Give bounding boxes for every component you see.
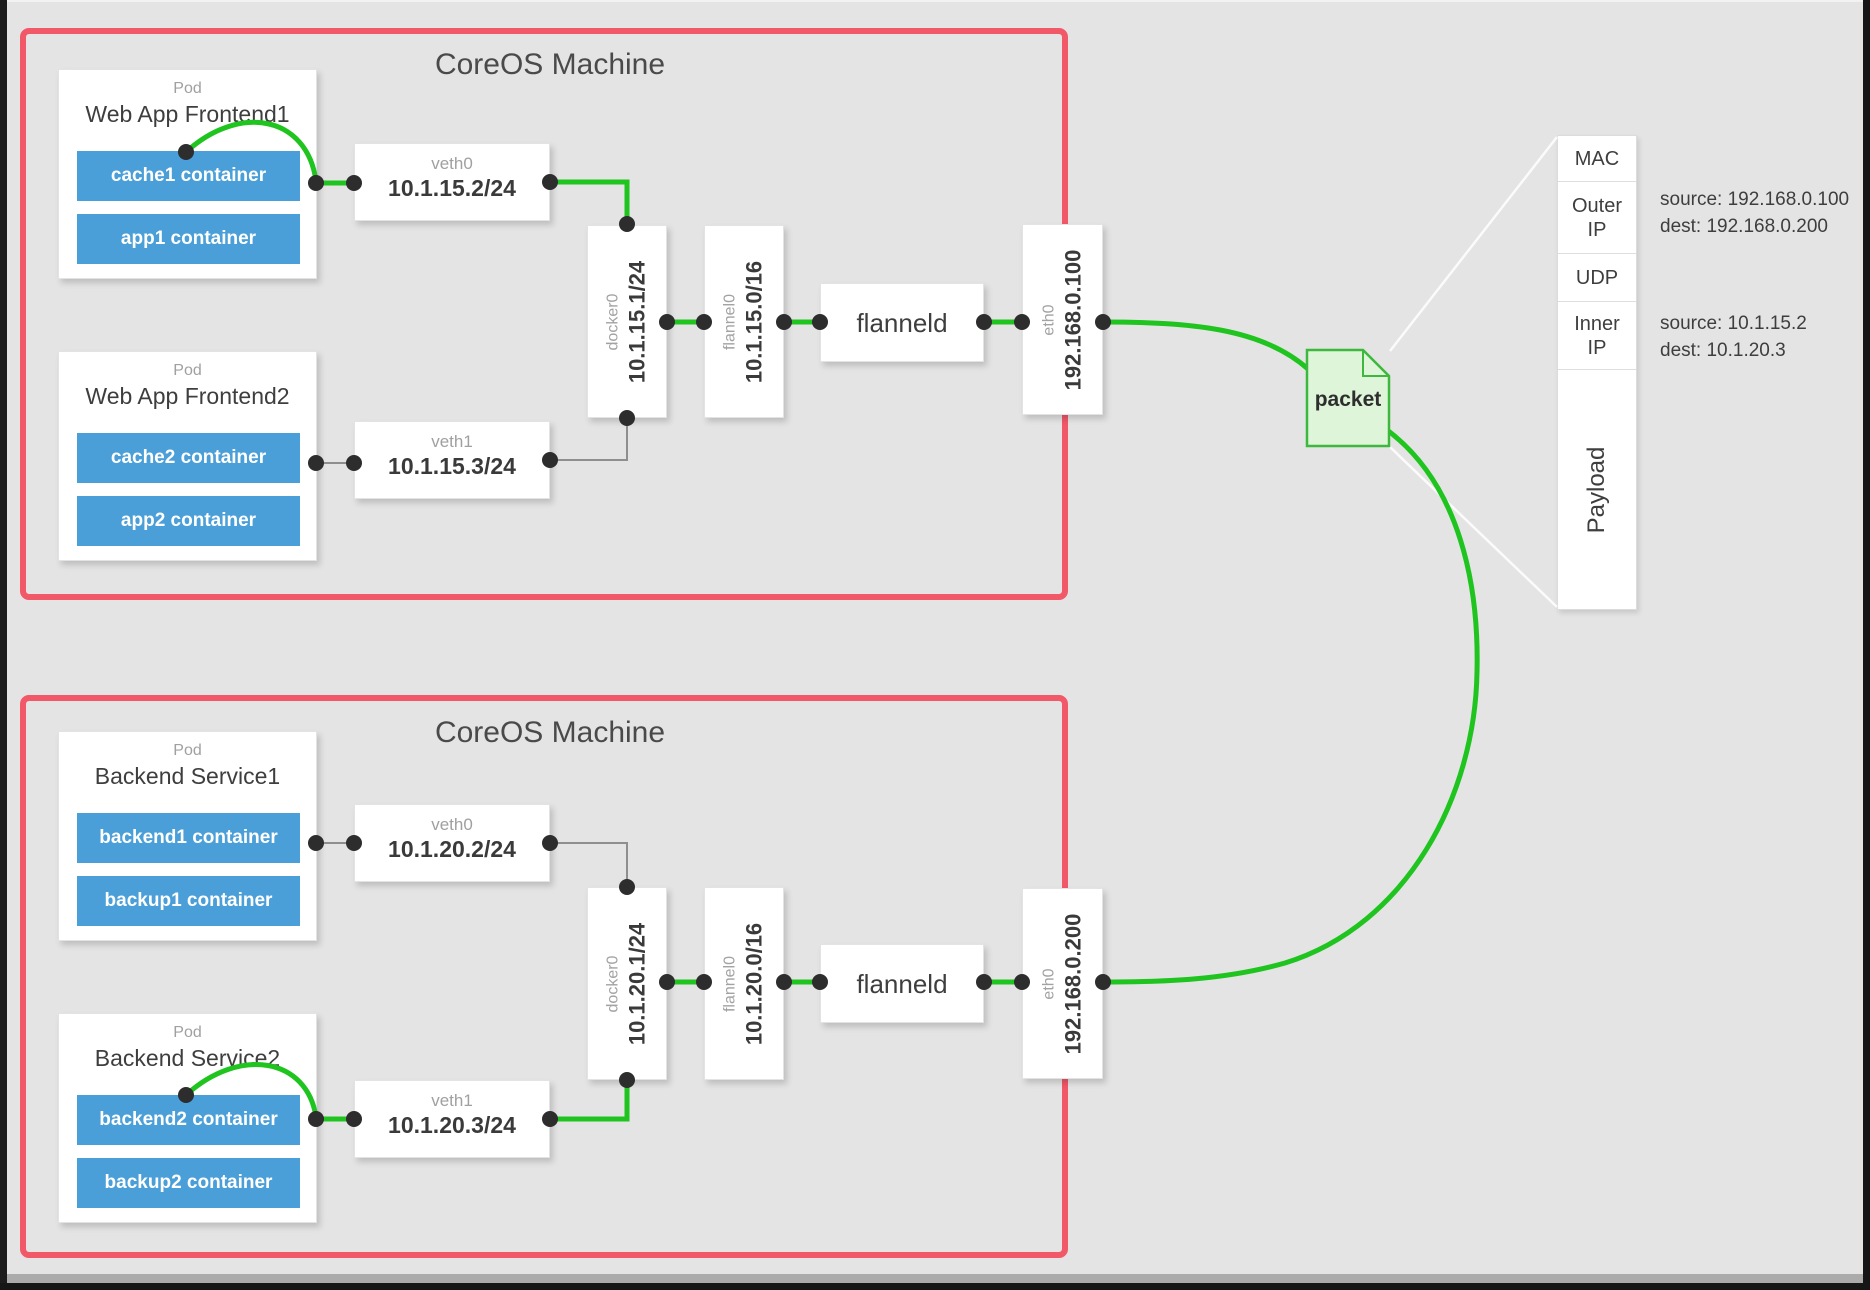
stack-section-udp: UDP [1558, 254, 1636, 302]
wire-eth0-packet [1102, 319, 1310, 371]
veth-name: veth1 [431, 1091, 473, 1110]
flanneld-label: flanneld [856, 969, 948, 999]
docker0-machine1: docker0 10.1.15.1/24 [587, 225, 667, 418]
bridge-ip: 10.1.15.1/24 [624, 260, 650, 383]
pod-tag: Pod [173, 80, 202, 97]
pod-title: Backend Service1 [94, 763, 281, 789]
packet-callout-line-bottom [1389, 446, 1558, 608]
pod-backend-service1: Pod Backend Service1 backend1 container … [58, 731, 317, 941]
veth0-machine2: veth0 10.1.20.2/24 [354, 804, 550, 882]
pod-web-app-frontend1: Pod Web App Frontend1 cache1 container a… [58, 69, 317, 279]
flanneld-machine2: flanneld [820, 944, 984, 1023]
veth-ip: 10.1.15.2/24 [388, 175, 516, 201]
outer-ip-source: source: 192.168.0.100 [1660, 189, 1850, 210]
bridge-name: docker0 [604, 293, 622, 350]
container-app2: app2 container [77, 496, 300, 546]
pod-title: Web App Frontend1 [85, 101, 290, 127]
payload-label: Payload [1583, 446, 1610, 533]
stack-section-payload: Payload [1558, 370, 1636, 609]
stack-section-mac: MAC [1558, 136, 1636, 182]
wire-packet-eth0-m2 [1102, 424, 1480, 985]
outer-ip-annotation: source: 192.168.0.100 dest: 192.168.0.20… [1660, 186, 1849, 240]
pod-tag: Pod [173, 742, 202, 759]
stack-section-outer-ip: Outer IP [1558, 182, 1636, 254]
frame-bottom-shadow [7, 1274, 1863, 1283]
nic-ip: 192.168.0.200 [1060, 913, 1085, 1054]
eth0-machine1: eth0 192.168.0.100 [1022, 224, 1103, 415]
veth1-machine2: veth1 10.1.20.3/24 [354, 1080, 550, 1158]
veth-ip: 10.1.20.3/24 [388, 1112, 516, 1138]
container-cache1: cache1 container [77, 151, 300, 201]
frame-top-edge [7, 0, 1863, 2]
veth-name: veth0 [431, 154, 473, 173]
packet-icon-fold [1362, 350, 1389, 377]
pod-web-app-frontend2: Pod Web App Frontend2 cache2 container a… [58, 351, 317, 561]
pod-title: Backend Service2 [94, 1045, 281, 1071]
docker0-machine2: docker0 10.1.20.1/24 [587, 887, 667, 1080]
frame-left-edge [0, 0, 7, 1290]
veth-ip: 10.1.15.3/24 [388, 453, 516, 479]
container-backup1: backup1 container [77, 876, 300, 926]
stack-section-inner-ip: Inner IP [1558, 302, 1636, 370]
inner-ip-annotation: source: 10.1.15.2 dest: 10.1.20.3 [1660, 310, 1807, 364]
tun-ip: 10.1.15.0/16 [741, 260, 767, 383]
flanneld-machine1: flanneld [820, 283, 984, 362]
machine-1-title: CoreOS Machine [434, 48, 666, 81]
outer-ip-dest: dest: 192.168.0.200 [1660, 216, 1828, 237]
container-backup2: backup2 container [77, 1158, 300, 1208]
packet-label: packet [1314, 388, 1382, 411]
eth0-machine2: eth0 192.168.0.200 [1022, 888, 1103, 1079]
packet-structure-column: MAC Outer IP UDP Inner IP Payload [1557, 135, 1637, 610]
frame-bottom-edge [0, 1283, 1870, 1290]
pod-title: Web App Frontend2 [85, 383, 290, 409]
frame-right-edge [1863, 0, 1870, 1290]
inner-ip-source: source: 10.1.15.2 [1660, 313, 1807, 334]
veth0-machine1: veth0 10.1.15.2/24 [354, 143, 550, 221]
veth1-machine1: veth1 10.1.15.3/24 [354, 421, 550, 499]
nic-ip: 192.168.0.100 [1060, 249, 1085, 390]
nic-name: eth0 [1040, 967, 1057, 1000]
inner-ip-dest: dest: 10.1.20.3 [1660, 340, 1786, 361]
tun-ip: 10.1.20.0/16 [741, 922, 767, 1045]
flannel0-machine1: flannel0 10.1.15.0/16 [704, 225, 784, 418]
bridge-name: docker0 [604, 955, 622, 1012]
pod-tag: Pod [173, 362, 202, 379]
container-cache2: cache2 container [77, 433, 300, 483]
nic-name: eth0 [1040, 303, 1057, 336]
container-app1: app1 container [77, 214, 300, 264]
pod-tag: Pod [173, 1024, 202, 1041]
tun-name: flannel0 [721, 955, 739, 1012]
tun-name: flannel0 [721, 293, 739, 350]
machine-2-title: CoreOS Machine [434, 716, 666, 749]
veth-ip: 10.1.20.2/24 [388, 836, 516, 862]
container-backend1: backend1 container [77, 813, 300, 863]
container-backend2: backend2 container [77, 1095, 300, 1145]
bridge-ip: 10.1.20.1/24 [624, 922, 650, 1045]
veth-name: veth1 [431, 432, 473, 451]
packet-callout-line-top [1389, 136, 1558, 352]
flannel0-machine2: flannel0 10.1.20.0/16 [704, 887, 784, 1080]
pod-backend-service2: Pod Backend Service2 backend2 container … [58, 1013, 317, 1223]
flanneld-label: flanneld [856, 308, 948, 338]
veth-name: veth0 [431, 815, 473, 834]
